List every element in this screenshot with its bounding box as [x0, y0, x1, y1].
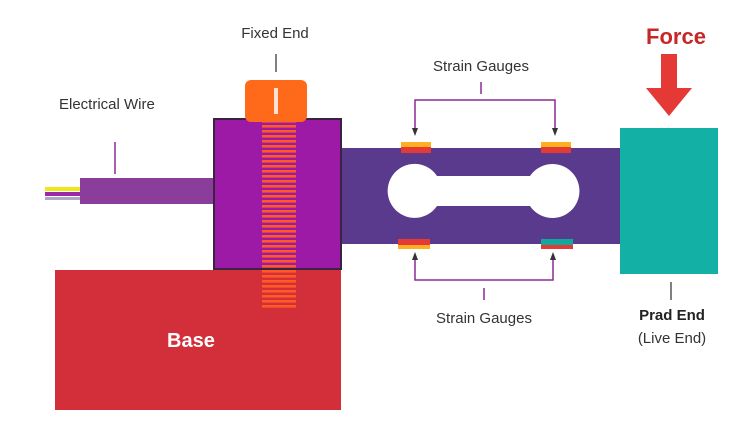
bolt-thread [262, 140, 296, 143]
bolt-thread [262, 275, 296, 278]
bottom-bracket-tip-left [412, 252, 418, 260]
force-label: Force [646, 24, 706, 49]
live-end-block [620, 128, 718, 274]
bolt-thread [262, 230, 296, 233]
strain-gauges-bottom-bracket [414, 260, 554, 300]
bolt-thread [262, 185, 296, 188]
wire-core-yellow [45, 187, 80, 191]
bolt-thread [262, 290, 296, 293]
bolt-thread [262, 195, 296, 198]
bolt-thread [262, 270, 296, 273]
bolt-thread [262, 305, 296, 308]
bolt-thread [262, 180, 296, 183]
wire-core-gray [45, 197, 80, 200]
bolt-thread [262, 220, 296, 223]
bolt-thread [262, 250, 296, 253]
strain-gauge-top-right [541, 142, 571, 153]
bolt-thread [262, 260, 296, 263]
strain-gauge-bottom-left [398, 239, 430, 249]
base-label: Base [167, 330, 215, 352]
bottom-bracket-tip-right [550, 252, 556, 260]
bolt-thread [262, 215, 296, 218]
strain-gauge-top-left [401, 142, 431, 153]
bolt-thread [262, 235, 296, 238]
bolt-thread [262, 265, 296, 268]
bolt-thread [262, 200, 296, 203]
bolt-thread [262, 175, 296, 178]
strain-gauges-bottom-label: Strain Gauges [436, 310, 532, 327]
force-arrow-icon [646, 54, 692, 116]
bolt-thread [262, 225, 296, 228]
prad-end-label: Prad End [639, 307, 705, 324]
bolt-thread [262, 210, 296, 213]
bolt-thread [262, 205, 296, 208]
bolt-thread [262, 245, 296, 248]
bolt-thread [262, 145, 296, 148]
strain-gauges-top-label: Strain Gauges [433, 58, 529, 75]
bolt-thread [262, 125, 296, 128]
bolt-thread [262, 190, 296, 193]
bolt-thread [262, 170, 296, 173]
base-block [55, 270, 341, 410]
bolt-head-slot [274, 88, 278, 114]
bolt-thread [262, 280, 296, 283]
bolt-thread [262, 240, 296, 243]
electrical-wire-label: Electrical Wire [59, 96, 155, 113]
bolt-thread [262, 295, 296, 298]
top-bracket-tip-left [412, 128, 418, 136]
bolt-thread [262, 165, 296, 168]
bolt-thread [262, 150, 296, 153]
bolt-thread [262, 155, 296, 158]
strain-gauge-bottom-right [541, 239, 573, 249]
wire-core-purple [45, 192, 80, 196]
bolt-thread [262, 285, 296, 288]
live-end-label: (Live End) [637, 330, 707, 347]
bolt-thread [262, 130, 296, 133]
strain-gauges-top-bracket [414, 82, 556, 128]
bolt-thread [262, 255, 296, 258]
top-bracket-tip-right [552, 128, 558, 136]
bolt-thread [262, 300, 296, 303]
bolt-thread [262, 135, 296, 138]
beam-hole [387, 163, 580, 218]
fixed-end-label: Fixed End [241, 25, 309, 42]
bolt-threads [262, 120, 296, 308]
bolt-thread [262, 160, 296, 163]
electrical-wire [80, 178, 215, 204]
fixed-end-block [213, 118, 342, 270]
